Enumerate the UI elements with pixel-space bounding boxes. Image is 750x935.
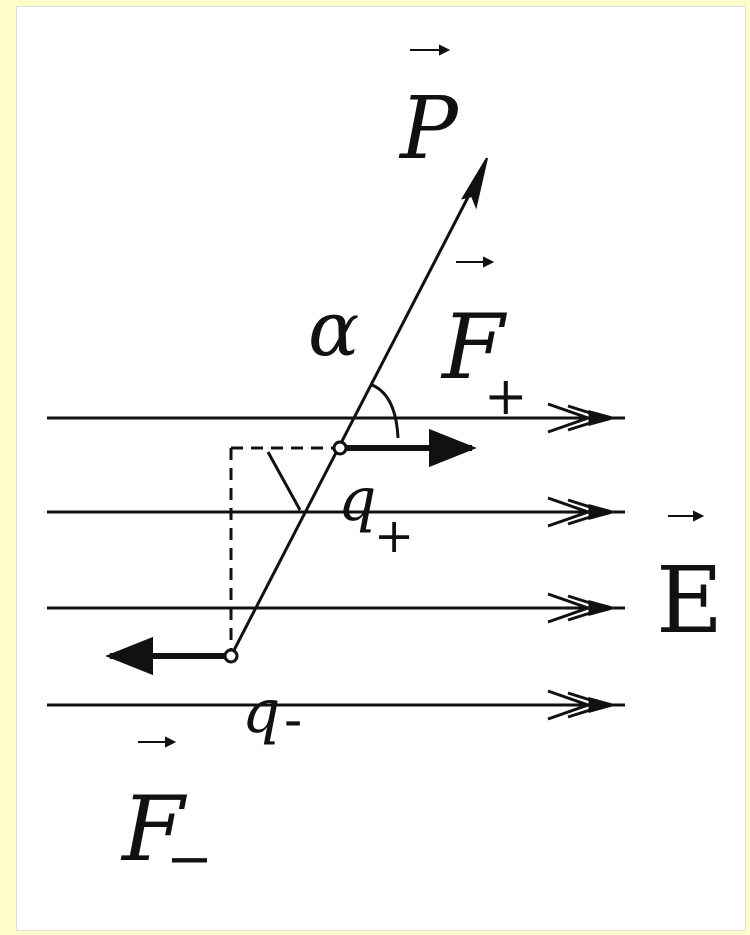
charge-minus-dot xyxy=(223,648,239,664)
field-arrow-3 xyxy=(547,592,618,624)
dipole-moment-arrowhead xyxy=(460,157,488,210)
field-arrow-4 xyxy=(547,689,618,721)
charge-minus-label: q xyxy=(242,677,280,747)
force-plus-subscript: + xyxy=(484,367,528,427)
force-minus-subscript: − xyxy=(166,827,213,892)
dipole-moment-label: P xyxy=(398,79,460,179)
charge-minus-subscript: - xyxy=(284,688,302,751)
angle-label: α xyxy=(308,284,359,373)
vector-arrow-p xyxy=(410,44,451,56)
field-arrow-2 xyxy=(547,496,618,528)
lever-arm-mark xyxy=(266,451,302,511)
diagram-panel xyxy=(16,6,746,931)
charge-plus-label: q xyxy=(338,465,376,535)
field-label: E xyxy=(656,547,723,654)
vector-arrow-f-plus xyxy=(456,256,495,268)
charge-plus-dot xyxy=(332,440,348,456)
vector-arrow-f-minus xyxy=(138,736,177,748)
force-plus-label: F xyxy=(440,295,508,400)
angle-arc xyxy=(371,383,400,439)
charge-plus-subscript: + xyxy=(374,508,414,564)
vector-arrow-e xyxy=(668,510,705,522)
force-minus-label: F xyxy=(120,777,188,882)
field-arrow-1 xyxy=(547,402,618,434)
dipole-axis xyxy=(229,171,483,657)
